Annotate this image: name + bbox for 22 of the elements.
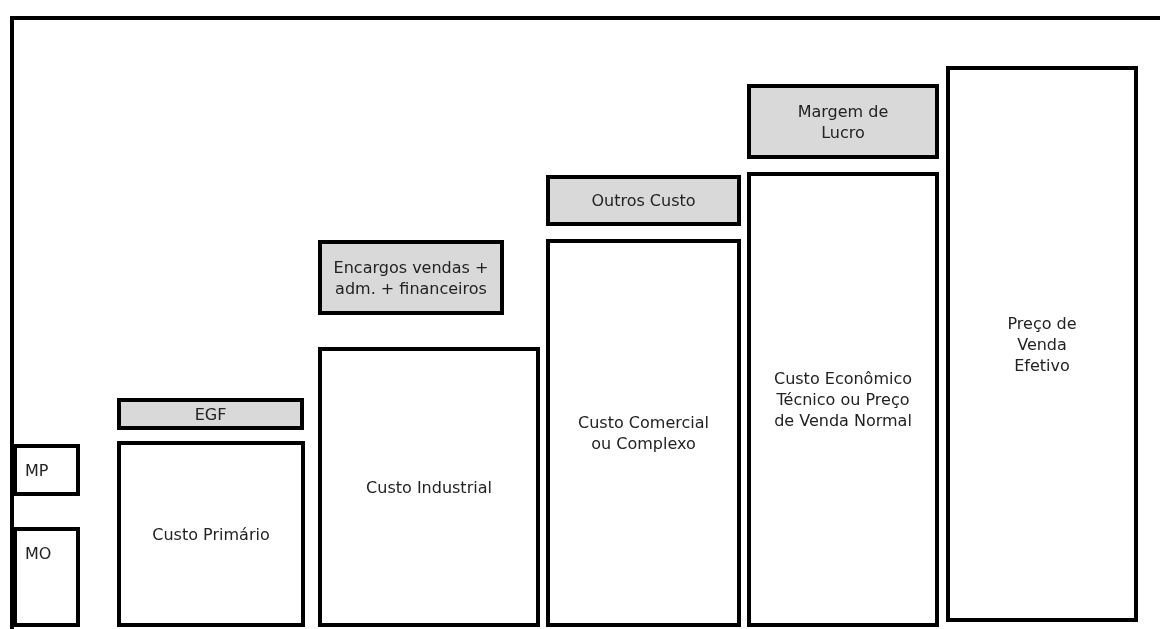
box-label: Custo Comercial ou Complexo	[577, 412, 710, 454]
box-label: Encargos vendas + adm. + financeiros	[332, 256, 490, 299]
cost-box	[13, 527, 80, 627]
added-cost-box	[747, 84, 939, 159]
box-label: Outros Custo	[591, 190, 696, 211]
cost-box	[747, 172, 939, 627]
box-label: Margem de Lucro	[796, 100, 890, 143]
box-label: Custo Primário	[152, 523, 270, 545]
added-cost-box	[318, 240, 504, 315]
added-cost-box	[117, 398, 304, 430]
cost-box	[117, 441, 305, 627]
box-label: MO	[25, 543, 52, 564]
box-label: Custo Industrial	[366, 476, 492, 498]
cost-box	[13, 444, 80, 496]
box-label: Custo Econômico Técnico ou Preço de Venda Normal	[773, 368, 913, 431]
box-label: Preço de Venda Efetivo	[1006, 312, 1078, 376]
box-label: MP	[25, 460, 49, 481]
box-label: EGF	[194, 403, 227, 425]
cost-box	[946, 66, 1138, 622]
added-cost-box	[546, 175, 741, 226]
cost-box	[546, 239, 741, 627]
cost-box	[318, 347, 540, 627]
